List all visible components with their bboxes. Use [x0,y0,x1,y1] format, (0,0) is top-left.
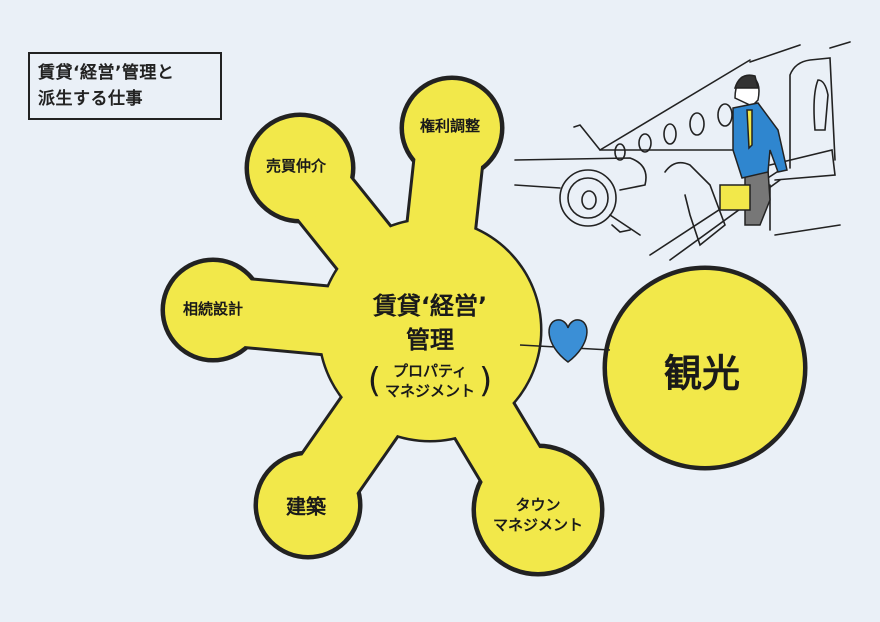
town-line-1: タウン [515,496,561,514]
center-sub-line-2: マネジメント [384,382,476,400]
businessman-figure [719,74,788,226]
node-souzoku-sekkei: 相続設計 [182,300,244,318]
node-kenri-chousei: 権利調整 [419,117,481,135]
center-sub-line-1: プロパティ [392,362,468,380]
node-kanko: 観光 [663,351,741,396]
town-line-2: マネジメント [492,516,584,534]
center-title-line-1: 賃貸‘経営’ [372,292,488,320]
center-title-line-2: 管理 [405,326,454,354]
node-town-management: タウン マネジメント [493,495,583,535]
node-kenchiku: 建築 [286,494,326,519]
airplane-illustration [514,41,851,261]
blob-fill [165,80,803,572]
diagram-title: 賃貸‘経営’管理と 派生する仕事 [28,52,222,120]
center-node: 賃貸‘経営’ 管理 ( プロパティ マネジメント ) [368,289,493,401]
paren-close: ) [479,361,493,401]
node-baibai-chukai: 売買仲介 [265,157,327,175]
title-line-2: 派生する仕事 [38,89,143,109]
paren-open: ( [367,361,381,401]
title-line-1: 賃貸‘経営’管理と [38,63,175,83]
heart-icon [548,319,588,363]
